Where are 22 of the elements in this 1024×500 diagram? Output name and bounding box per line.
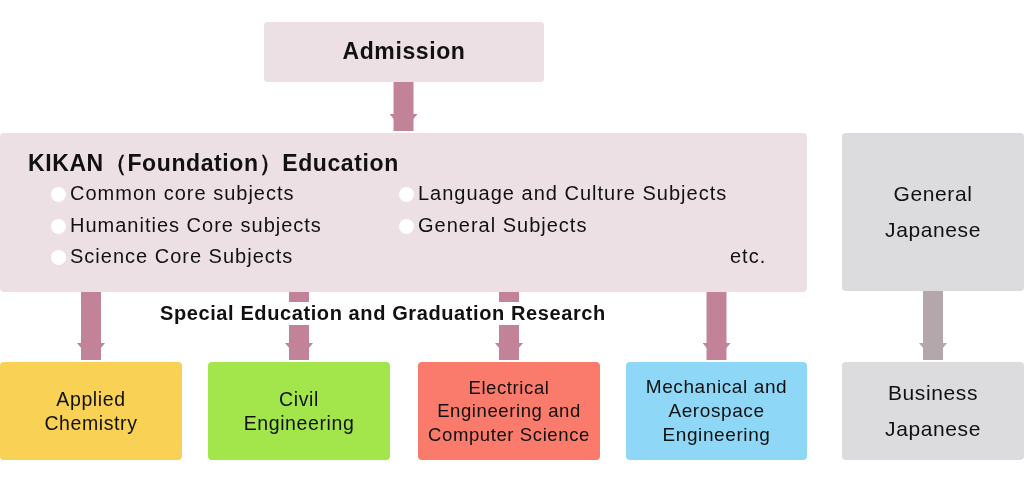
bullet-item: Language and Culture Subjects [398, 182, 728, 205]
bullet-item: Common core subjects [50, 182, 295, 205]
box-label: Business Japanese [884, 380, 982, 442]
box-label: Mechanical and Aerospace Engineering [644, 375, 789, 447]
box-label: Civil Engineering [242, 386, 356, 436]
box-label: General Japanese [884, 181, 982, 243]
bullet-item: Humanities Core subjects [50, 214, 322, 237]
bullet-item: General Subjects [398, 214, 588, 237]
process-box [626, 362, 807, 460]
process-box [264, 22, 544, 82]
box-label: Admission [342, 38, 466, 66]
box-label: Electrical Engineering and Computer Science [427, 375, 591, 447]
box-label: Applied Chemistry [43, 386, 139, 436]
process-box [418, 362, 600, 460]
process-box [0, 362, 182, 460]
section-heading: KIKAN（Foundation）Education [28, 149, 399, 178]
bullet-item: Science Core Subjects [50, 245, 294, 268]
process-box [208, 362, 390, 460]
process-box [842, 133, 1024, 291]
note-text: etc. [730, 245, 767, 268]
panel [0, 133, 807, 292]
process-box [842, 362, 1024, 460]
